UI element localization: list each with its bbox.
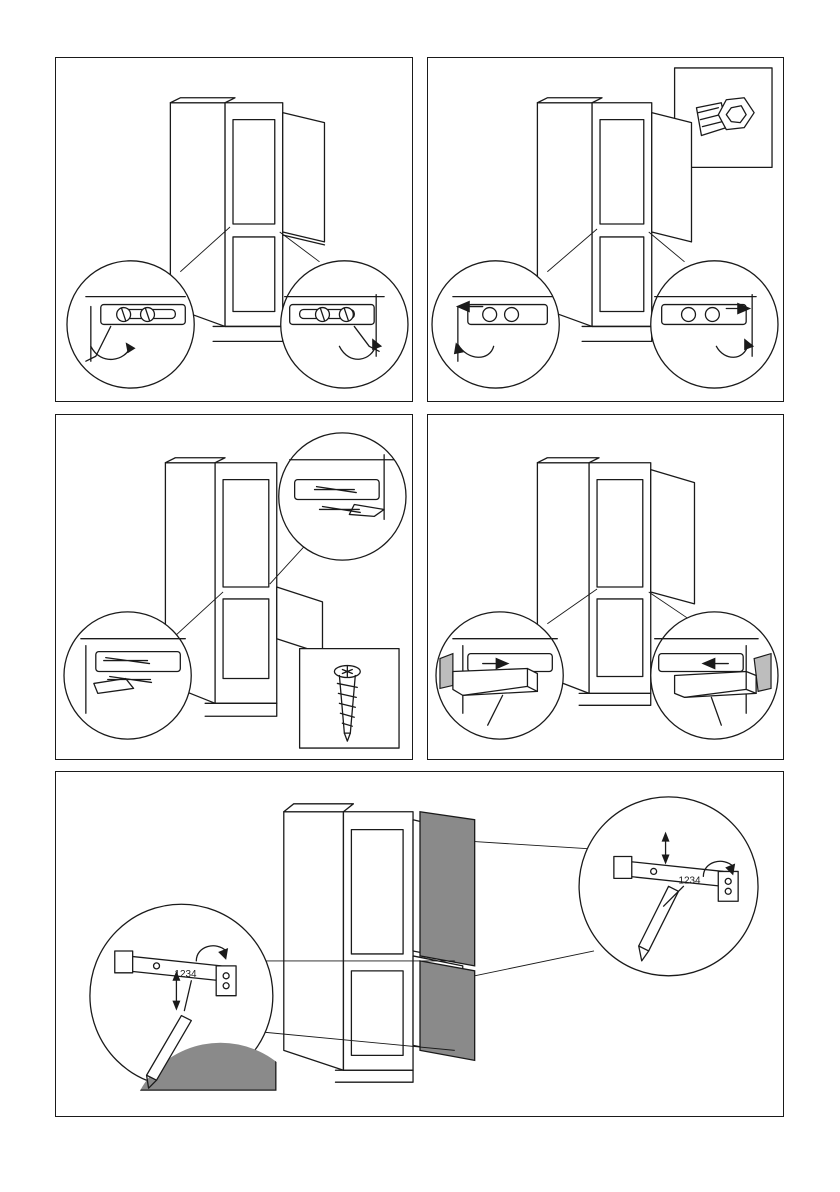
marking-text-right: 1234 bbox=[678, 875, 701, 886]
zoom-circle-bottom bbox=[64, 612, 191, 739]
spacer-block-left bbox=[453, 669, 538, 696]
fridge-hinge-illustration-1 bbox=[56, 58, 412, 401]
fridge-hinge-illustration-2 bbox=[428, 58, 783, 401]
panel-fix-bracket-wood-screws bbox=[55, 414, 413, 760]
furniture-door-top bbox=[420, 812, 475, 966]
panel-mark-furniture-door: 1234 1234 bbox=[55, 771, 784, 1117]
fridge-door-marking-illustration: 1234 1234 bbox=[56, 772, 783, 1116]
spacer-block-right bbox=[675, 672, 757, 698]
fridge-hinge-illustration-3 bbox=[56, 415, 412, 759]
panel-move-hinge-bracket bbox=[427, 57, 784, 402]
fridge-hinge-illustration-4 bbox=[428, 415, 783, 759]
panel-loosen-hinge-screws bbox=[55, 57, 413, 402]
panel-insert-spacer-blocks bbox=[427, 414, 784, 760]
furniture-door-bottom bbox=[420, 961, 475, 1060]
